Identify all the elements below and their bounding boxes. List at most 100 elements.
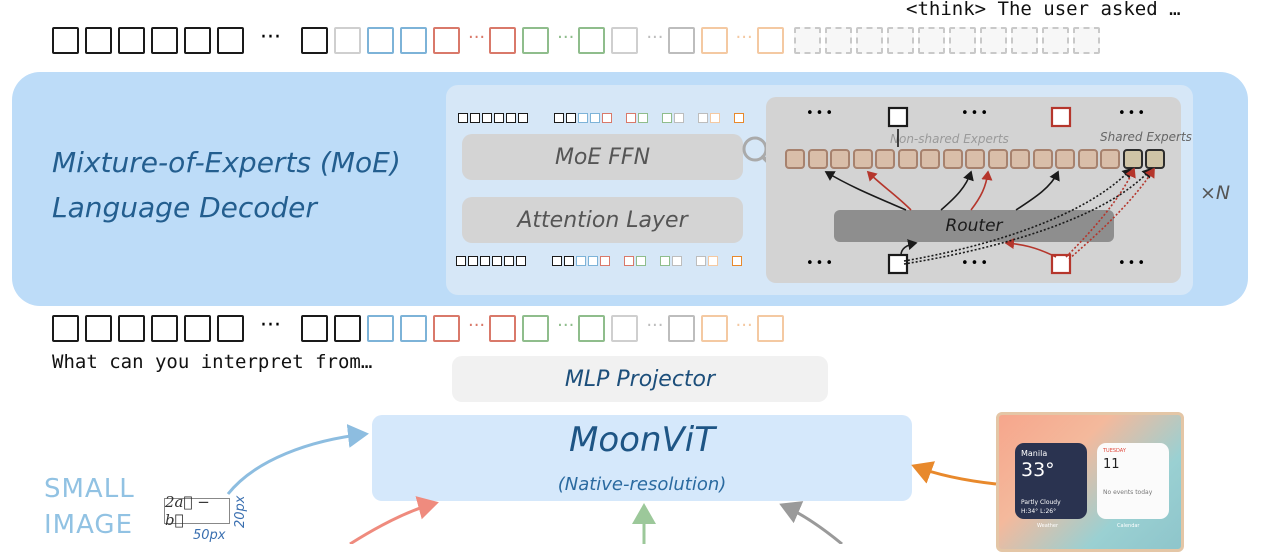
image-token xyxy=(399,315,427,342)
text-token xyxy=(118,315,145,342)
output-token xyxy=(1072,27,1100,54)
image-token xyxy=(432,27,460,54)
output-token xyxy=(824,27,852,54)
router-block: Router xyxy=(834,210,1114,242)
image-token xyxy=(578,27,606,54)
non-shared-expert xyxy=(942,149,963,169)
image-token xyxy=(667,27,695,54)
weather-condition: Partly Cloudy xyxy=(1021,499,1061,506)
calendar-events: No events today xyxy=(1103,489,1153,496)
ellipsis: ··· xyxy=(735,314,753,336)
output-text: <think> The user asked … xyxy=(906,0,1181,20)
width-label: 50px xyxy=(193,528,226,543)
weather-caption: Weather xyxy=(1037,523,1059,529)
image-token xyxy=(366,27,394,54)
ellipsis: ··· xyxy=(557,314,575,336)
ellipsis: ··· xyxy=(467,314,486,336)
non-shared-expert xyxy=(1010,149,1030,169)
non-shared-experts-label: Non-shared Experts xyxy=(890,132,1009,146)
ellipsis: ••• xyxy=(1118,256,1148,271)
output-token xyxy=(886,27,914,54)
output-token xyxy=(1010,27,1038,54)
image-token xyxy=(611,315,639,342)
height-label: 20px xyxy=(233,495,248,529)
ellipsis: ··· xyxy=(646,26,664,48)
non-shared-expert xyxy=(920,149,940,169)
non-shared-expert xyxy=(875,149,895,169)
phone-screenshot: Manila 33° Partly Cloudy H:34° L:26° TUE… xyxy=(996,412,1184,552)
weather-widget: Manila 33° Partly Cloudy H:34° L:26° xyxy=(1015,443,1087,519)
weather-temp: 33° xyxy=(1021,459,1055,481)
image-token xyxy=(522,315,550,342)
image-token xyxy=(756,315,784,342)
image-token xyxy=(700,315,728,342)
small-image-formula: 2a⃗ − b⃗ xyxy=(164,493,230,529)
output-token xyxy=(1041,27,1069,54)
moe-ffn-block: MoE FFN xyxy=(462,134,743,180)
moonvit-title: MoonViT xyxy=(569,420,715,460)
non-shared-expert xyxy=(830,149,850,169)
text-token xyxy=(85,27,112,54)
image-token xyxy=(611,27,639,54)
ellipsis: ··· xyxy=(646,314,664,336)
non-shared-expert xyxy=(852,149,873,169)
image-token xyxy=(700,27,728,54)
mini-token-row-bottom xyxy=(456,256,744,266)
ellipsis: ••• xyxy=(961,106,991,121)
non-shared-expert xyxy=(1100,149,1120,169)
ellipsis: ••• xyxy=(806,256,836,271)
text-token xyxy=(300,27,328,54)
image-token xyxy=(366,315,394,342)
text-token xyxy=(184,27,211,54)
non-shared-expert xyxy=(897,149,918,169)
repeat-label: ×N xyxy=(1200,182,1231,204)
small-image-label-1: SMALL xyxy=(44,474,135,504)
output-token xyxy=(855,27,883,54)
attention-layer-block: Attention Layer xyxy=(462,197,743,243)
text-token xyxy=(85,315,112,342)
calendar-day-label: TUESDAY xyxy=(1103,448,1126,454)
routing-arrows xyxy=(824,106,1155,275)
mlp-projector-block: MLP Projector xyxy=(452,356,828,402)
ellipsis: ••• xyxy=(1118,106,1148,121)
expert-row xyxy=(785,149,1168,169)
image-token xyxy=(756,27,784,54)
ellipsis: ··· xyxy=(260,24,281,50)
text-token xyxy=(300,315,328,342)
image-token xyxy=(489,315,517,342)
calendar-day-number: 11 xyxy=(1103,457,1120,472)
text-token xyxy=(52,315,79,342)
text-token xyxy=(184,315,211,342)
mini-token-row-top xyxy=(458,113,746,123)
ellipsis: ··· xyxy=(467,26,486,48)
ellipsis: ··· xyxy=(735,26,753,48)
output-token xyxy=(917,27,945,54)
ellipsis: ••• xyxy=(961,256,991,271)
text-token xyxy=(217,27,244,54)
non-shared-expert xyxy=(785,149,805,169)
formula-text: 2a⃗ − b⃗ xyxy=(165,493,210,529)
input-token-row: ··· ··· ··· ··· ··· xyxy=(52,314,790,342)
text-token xyxy=(118,27,145,54)
shared-experts-label: Shared Experts xyxy=(1100,130,1192,144)
moonvit-block xyxy=(372,415,912,501)
decoder-title-line2: Language Decoder xyxy=(52,191,317,224)
image-token xyxy=(667,315,695,342)
non-shared-expert xyxy=(1055,149,1075,169)
non-shared-expert xyxy=(987,149,1008,169)
output-token xyxy=(793,27,821,54)
non-shared-expert xyxy=(1077,149,1098,169)
expert-panel xyxy=(766,97,1181,283)
weather-city: Manila xyxy=(1021,449,1048,458)
non-shared-expert xyxy=(965,149,985,169)
image-token xyxy=(489,27,517,54)
moonvit-subtitle: (Native-resolution) xyxy=(557,474,727,495)
ellipsis: ••• xyxy=(806,106,836,121)
text-token xyxy=(217,315,244,342)
image-token xyxy=(578,315,606,342)
image-token xyxy=(432,315,460,342)
input-text: What can you interpret from… xyxy=(52,351,373,373)
non-shared-expert xyxy=(807,149,828,169)
image-token xyxy=(333,27,361,54)
ellipsis: ··· xyxy=(557,26,575,48)
